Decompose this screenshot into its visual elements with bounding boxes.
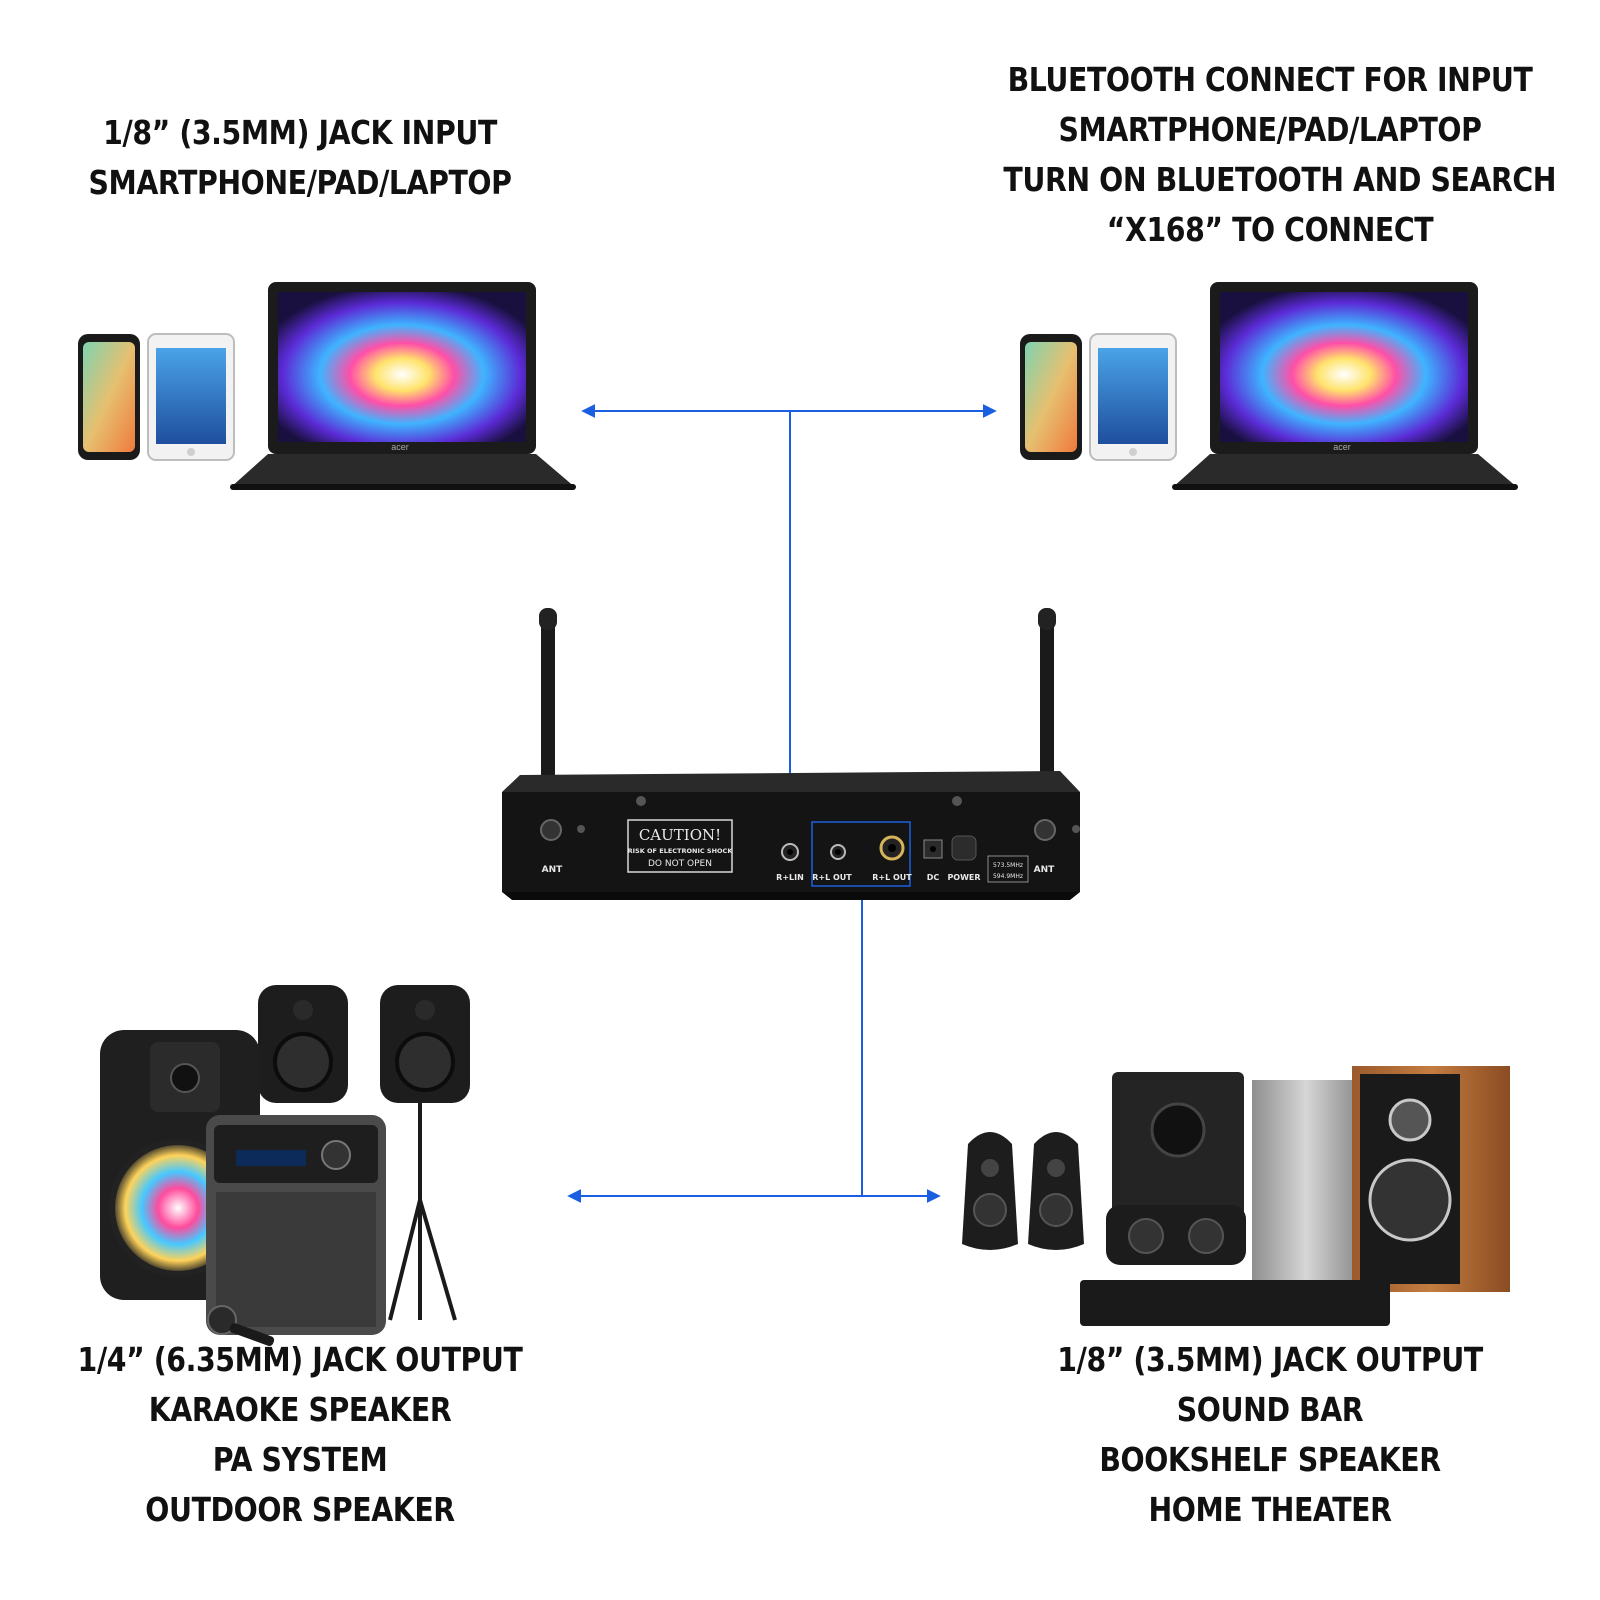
input-devices-bluetooth: acer bbox=[1020, 282, 1518, 490]
ant-left-label: ANT bbox=[542, 865, 563, 875]
caption-line: KARAOKE SPEAKER bbox=[68, 1385, 532, 1435]
pa-speaker-left-icon bbox=[258, 985, 348, 1103]
input-devices-jack: acer bbox=[78, 282, 576, 490]
bookshelf-speaker-icon bbox=[1352, 1066, 1510, 1292]
satellite-speaker-right-icon bbox=[1028, 1132, 1084, 1250]
output-devices-eighth-inch bbox=[962, 1066, 1510, 1326]
power-button[interactable] bbox=[952, 836, 976, 860]
silver-speaker-icon bbox=[1252, 1080, 1360, 1290]
caption-line: SOUND BAR bbox=[1029, 1385, 1511, 1435]
caption-line: TURN ON BLUETOOTH AND SEARCH bbox=[1003, 155, 1536, 205]
frequency-2: 594.9MHz bbox=[993, 873, 1023, 880]
caption-bluetooth-input: BLUETOOTH CONNECT FOR INPUT SMARTPHONE/P… bbox=[1003, 55, 1536, 255]
rl-out-label-2: R+L OUT bbox=[872, 873, 912, 882]
power-label: POWER bbox=[947, 873, 980, 882]
center-speaker-icon bbox=[1106, 1205, 1246, 1265]
caption-line: BLUETOOTH CONNECT FOR INPUT bbox=[1003, 55, 1536, 105]
output-devices-quarter-inch bbox=[100, 985, 470, 1347]
tablet-icon bbox=[1090, 334, 1176, 460]
tablet-icon bbox=[148, 334, 234, 460]
caution-line-1: RISK OF ELECTRONIC SHOCK bbox=[628, 847, 734, 855]
sound-bar-icon bbox=[1080, 1280, 1390, 1326]
rl-out-label-1: R+L OUT bbox=[812, 873, 852, 882]
laptop-icon: acer bbox=[230, 282, 576, 490]
caption-line: BOOKSHELF SPEAKER bbox=[1029, 1435, 1511, 1485]
smartphone-icon bbox=[1020, 334, 1082, 460]
rl-out-port-large[interactable] bbox=[881, 837, 903, 859]
satellite-speaker-left-icon bbox=[962, 1132, 1018, 1250]
caption-eighth-inch-output: 1/8” (3.5MM) JACK OUTPUT SOUND BAR BOOKS… bbox=[1029, 1335, 1511, 1535]
laptop-brand-label: acer bbox=[1333, 442, 1351, 452]
tripod-stand-icon bbox=[390, 1103, 455, 1320]
caution-line-2: DO NOT OPEN bbox=[648, 859, 712, 869]
caption-line: SMARTPHONE/PAD/LAPTOP bbox=[76, 158, 523, 208]
caption-line: 1/8” (3.5MM) JACK OUTPUT bbox=[1029, 1335, 1511, 1385]
caption-line: “X168” TO CONNECT bbox=[1003, 205, 1536, 255]
caption-line: OUTDOOR SPEAKER bbox=[68, 1485, 532, 1535]
caption-quarter-inch-output: 1/4” (6.35MM) JACK OUTPUT KARAOKE SPEAKE… bbox=[68, 1335, 532, 1535]
caption-jack-input: 1/8” (3.5MM) JACK INPUT SMARTPHONE/PAD/L… bbox=[76, 108, 523, 208]
caption-line: PA SYSTEM bbox=[68, 1435, 532, 1485]
laptop-brand-label: acer bbox=[391, 442, 409, 452]
frequency-1: 573.5MHz bbox=[993, 862, 1023, 869]
laptop-icon: acer bbox=[1172, 282, 1518, 490]
dc-label: DC bbox=[927, 873, 940, 882]
caption-line: 1/4” (6.35MM) JACK OUTPUT bbox=[68, 1335, 532, 1385]
pa-speaker-right-icon bbox=[380, 985, 470, 1103]
caption-line: SMARTPHONE/PAD/LAPTOP bbox=[1003, 105, 1536, 155]
ant-right-label: ANT bbox=[1034, 865, 1055, 875]
rl-in-port[interactable] bbox=[782, 844, 798, 860]
smartphone-icon bbox=[78, 334, 140, 460]
karaoke-speaker-icon bbox=[206, 1115, 386, 1335]
dc-port[interactable] bbox=[924, 840, 942, 858]
rl-in-label: R+LIN bbox=[776, 873, 804, 882]
caution-title: CAUTION! bbox=[639, 826, 721, 844]
caption-line: HOME THEATER bbox=[1029, 1485, 1511, 1535]
rl-out-port-small[interactable] bbox=[831, 845, 845, 859]
caption-line: 1/8” (3.5MM) JACK INPUT bbox=[76, 108, 523, 158]
